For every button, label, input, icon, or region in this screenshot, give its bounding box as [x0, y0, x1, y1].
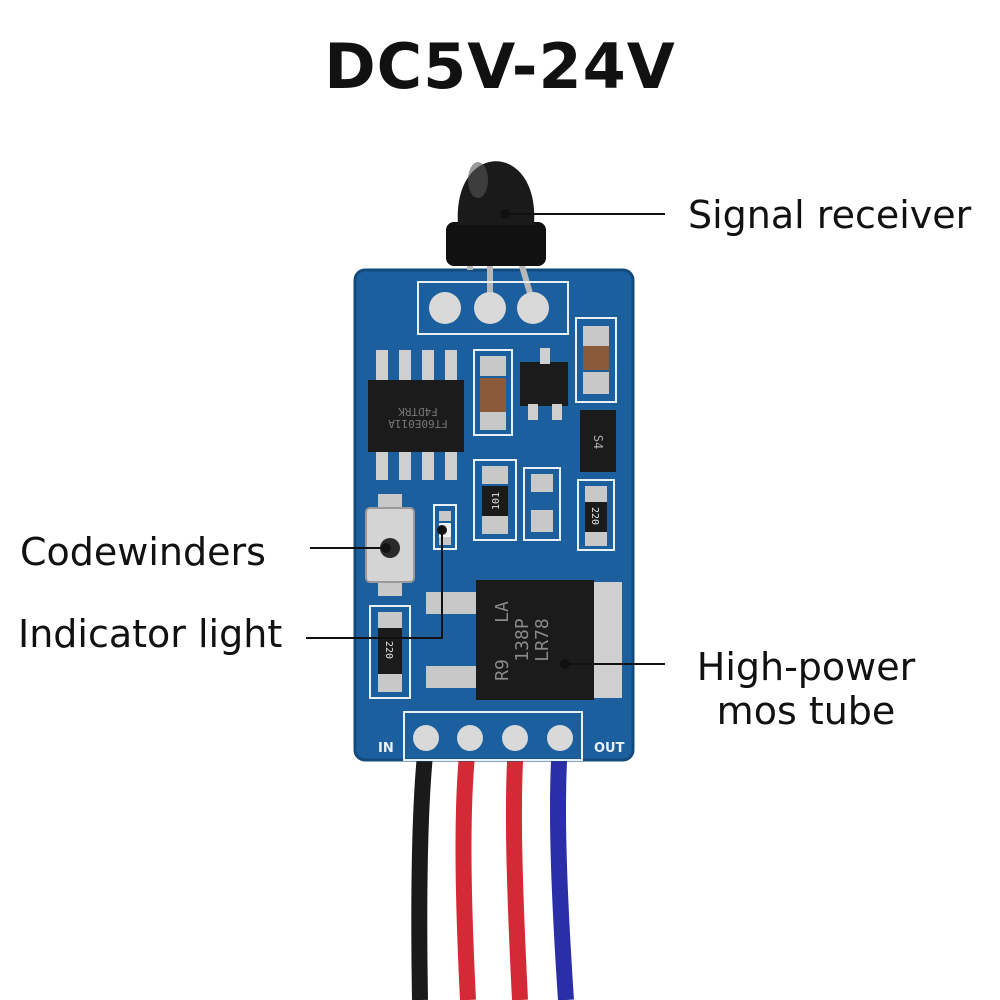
indicator-light-label: Indicator light [18, 612, 283, 656]
high-power-line-1: High-power [696, 645, 916, 689]
resistor-lower-left: 220 [369, 605, 411, 699]
regulator-marking-2: 138P [512, 618, 533, 662]
resistor-marking-1: 101 [491, 492, 502, 510]
pin-in-label: IN [378, 741, 394, 756]
signal-receiver-label: Signal receiver [688, 193, 972, 237]
regulator-marking-3: R9 [492, 659, 513, 681]
mos-tube-component: LR78 138P R9 LA [426, 580, 622, 700]
high-power-label: High-power mos tube [686, 645, 926, 733]
wire-pads: IN OUT [378, 711, 625, 761]
blue-wire [550, 744, 574, 1000]
pin-out-label: OUT [594, 741, 625, 756]
codewinders-label: Codewinders [20, 530, 266, 574]
microcontroller-chip: F4DTRK FT60E011A [368, 350, 464, 480]
black-wire [411, 744, 434, 1000]
signal-receiver-component [446, 161, 546, 301]
regulator-marking-1: LR78 [532, 618, 553, 661]
resistor-marking-2: 220 [589, 507, 600, 525]
high-power-line-2: mos tube [716, 689, 896, 733]
receiver-pads [417, 281, 569, 335]
smd-components-upper [473, 317, 617, 436]
regulator-marking-4: LA [492, 601, 513, 623]
diode-marking: S4 [591, 435, 605, 449]
wires [411, 744, 574, 1000]
red-wire-1 [455, 744, 476, 1000]
callout-lines [306, 209, 665, 669]
ic-marking-1: F4DTRK [398, 405, 438, 418]
resistors-middle: 101 220 [473, 459, 615, 551]
red-wire-2 [505, 744, 528, 1000]
page-title: DC5V-24V [324, 30, 676, 103]
ic-marking-2: FT60E011A [388, 417, 448, 430]
resistor-marking-3: 220 [383, 641, 394, 659]
diode-component: S4 [580, 410, 616, 472]
